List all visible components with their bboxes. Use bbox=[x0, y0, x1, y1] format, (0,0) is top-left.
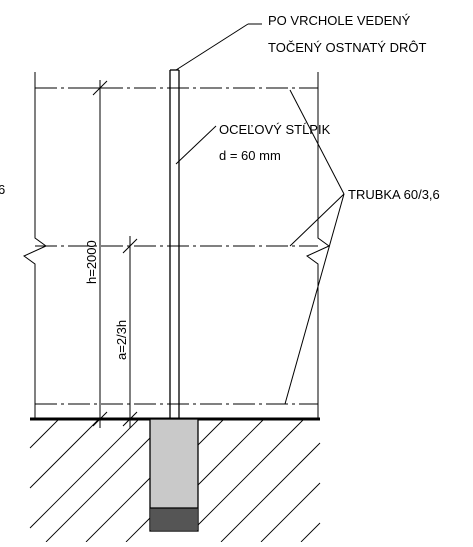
height-dimension bbox=[88, 80, 112, 428]
steel-post bbox=[169, 69, 180, 419]
ground-hatching bbox=[29, 418, 321, 543]
wire-label-line1: PO VRCHOLE VEDENÝ bbox=[268, 13, 411, 28]
height-dimension-label: h=2000 bbox=[84, 240, 99, 284]
wire-label-line2: TOČENÝ OSTNATÝ DRÔT bbox=[268, 40, 426, 55]
post-leader bbox=[175, 125, 217, 165]
clipped-label: 6 bbox=[0, 182, 5, 197]
post-label-line1: OCEĽOVÝ STĹPIK bbox=[219, 122, 331, 137]
fence-right-edge bbox=[306, 72, 330, 420]
tube-label: TRUBKA 60/3,6 bbox=[348, 187, 440, 202]
post-label-line2: d = 60 mm bbox=[219, 148, 281, 163]
tube-leaders bbox=[284, 89, 345, 405]
concrete-foundation bbox=[149, 418, 199, 532]
fence-left-edge bbox=[23, 72, 47, 420]
anchor-dimension bbox=[122, 236, 138, 428]
wire-leader bbox=[175, 23, 262, 71]
anchor-dimension-label: a=2/3h bbox=[114, 320, 129, 360]
